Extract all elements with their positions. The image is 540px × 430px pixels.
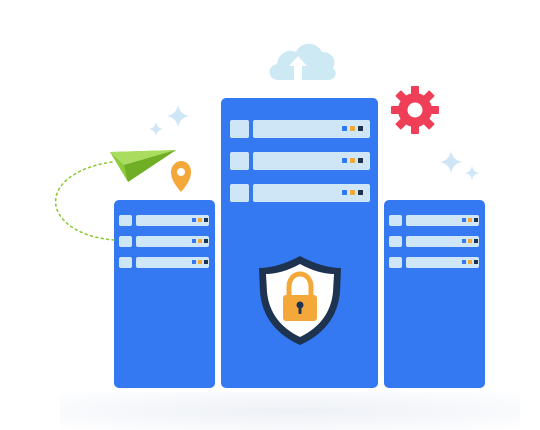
center-server-slot-1: [230, 120, 249, 138]
right-server-slot-1: [389, 215, 402, 226]
center-server-leds: [342, 126, 363, 195]
right-server-bay-3: [406, 257, 479, 268]
center-server-slot-3: [230, 184, 249, 202]
cloud-upload-icon: [269, 43, 336, 80]
floor-shadow: [60, 392, 520, 430]
right-server-slot-3: [389, 257, 402, 268]
dotted-trail: [54, 161, 115, 241]
center-server-bay-3: [253, 184, 370, 202]
left-server-bay-1: [136, 215, 209, 226]
sparkle-icon: [149, 104, 479, 180]
gear-icon: [391, 86, 439, 134]
left-server-bay-3: [136, 257, 209, 268]
left-server: [114, 200, 215, 388]
right-server-leds: [462, 218, 478, 264]
right-server-bay-1: [406, 215, 479, 226]
right-server-bay-2: [406, 236, 479, 247]
left-server-slot-1: [119, 215, 132, 226]
right-server-slot-2: [389, 236, 402, 247]
shield-lock-icon: [259, 256, 341, 345]
map-pin-icon: [171, 161, 191, 192]
left-server-slot-3: [119, 257, 132, 268]
right-server: [384, 200, 485, 388]
center-server-bay-2: [253, 152, 370, 170]
left-server-leds: [192, 218, 208, 264]
paper-plane-icon: [110, 150, 176, 182]
center-server-bay-1: [253, 120, 370, 138]
center-server-slot-2: [230, 152, 249, 170]
left-server-bay-2: [136, 236, 209, 247]
left-server-slot-2: [119, 236, 132, 247]
